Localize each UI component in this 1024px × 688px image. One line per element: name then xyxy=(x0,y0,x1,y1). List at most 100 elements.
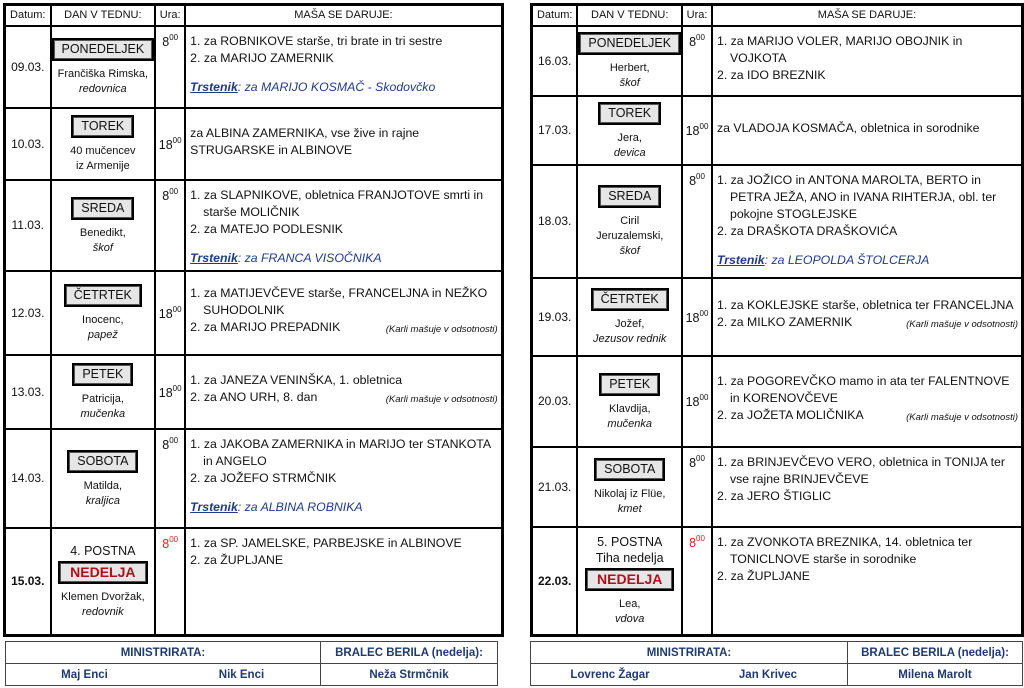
mass-text: 2. za ŽUPLJANE xyxy=(190,552,284,567)
liturgical-label: Tiha nedelja xyxy=(595,551,664,566)
mass-intention: 2. za DRAŠKOTA DRAŠKOVIĆA xyxy=(717,223,1018,240)
saint-title: kmet xyxy=(617,503,642,515)
header-date: Datum: xyxy=(3,3,52,27)
time-cell: 800 xyxy=(681,163,713,279)
mass-intention: (Karli mašuje v odsotnosti) 2. za MARIJO … xyxy=(190,319,498,336)
day-name-box: SREDA xyxy=(598,185,662,208)
mass-text: 1. za JANEZA VENINŠKA, 1. obletnica xyxy=(190,373,403,387)
saint-title: mučenka xyxy=(80,408,126,420)
ministrant-1: Lovrenc Žagar xyxy=(530,663,689,686)
mass-text: 2. za JOŽEFO STRMČNIK xyxy=(190,470,337,485)
day-name-box: NEDELJA xyxy=(585,568,675,592)
mass-intention: 1. za KOKLEJSKE starše, obletnica ter FR… xyxy=(717,297,1018,314)
time-hour: 18 xyxy=(685,310,700,325)
mass-intention: 1. za SLAPNIKOVE, obletnica FRANJOTOVE s… xyxy=(190,187,498,221)
day-name-box: PETEK xyxy=(599,372,661,396)
schedule-table-1: Datum:DAN V TEDNU:Ura:MAŠA SE DARUJE:09.… xyxy=(3,3,504,637)
trstenik-label: Trstenik xyxy=(716,252,765,267)
mass-cell: 1. za KOKLEJSKE starše, obletnica ter FR… xyxy=(710,276,1024,357)
mass-text: 1. za ZVONKOTA BREZNIKA, 14. obletnica t… xyxy=(716,534,973,566)
time-cell: 1800 xyxy=(154,106,187,181)
mass-text: 2. za JERO ŠTIGLIC xyxy=(716,488,832,503)
servers-table-1: MINISTRIRATA:BRALEC BERILA (nedelja):Maj… xyxy=(5,641,498,686)
time-minutes: 00 xyxy=(699,308,709,318)
time-minutes: 00 xyxy=(696,453,705,463)
time-minutes: 00 xyxy=(699,122,709,131)
day-name-box: NEDELJA xyxy=(58,560,148,584)
servers-header-row: MINISTRIRATA:BRALEC BERILA (nedelja): xyxy=(5,641,498,664)
servers-header-row: MINISTRIRATA:BRALEC BERILA (nedelja): xyxy=(530,641,1023,664)
time-minutes: 00 xyxy=(169,435,179,445)
saint-name: Ciril xyxy=(620,215,640,227)
time-minutes: 00 xyxy=(169,32,179,42)
absence-note: (Karli mašuje v odsotnosti) xyxy=(385,323,498,335)
saint-name: Jožef, xyxy=(615,318,645,330)
time-hour: 8 xyxy=(162,188,170,203)
trstenik-intention: Trstenik: za FRANCA VISOČNIKA xyxy=(190,250,498,267)
trstenik-label: Trstenik xyxy=(190,250,238,265)
time-hour: 18 xyxy=(158,306,173,321)
time-cell: 1800 xyxy=(681,94,713,166)
header-row: Datum:DAN V TEDNU:Ura:MAŠA SE DARUJE: xyxy=(3,3,504,27)
trstenik-text: : za FRANCA VISOČNIKA xyxy=(237,250,382,265)
time-hour: 18 xyxy=(685,124,700,138)
time-cell: 800 xyxy=(154,526,187,637)
trstenik-label: Trstenik xyxy=(190,499,238,514)
mass-cell: 1. za POGOREVČKO mamo in ata ter FALENTN… xyxy=(710,354,1024,448)
date-cell: 13.03. xyxy=(3,353,52,430)
time-cell: 1800 xyxy=(681,276,713,357)
time-cell: 800 xyxy=(681,525,713,637)
mass-text: 1. za ROBNIKOVE starše, tri brate in tri… xyxy=(190,33,443,48)
mass-cell: 1. za JAKOBA ZAMERNIKA in MARIJO ter STA… xyxy=(184,427,504,529)
date-cell: 17.03. xyxy=(530,94,579,166)
date-cell: 16.03. xyxy=(530,24,579,97)
saint-title: redovnica xyxy=(78,83,127,95)
saint-name: 40 mučencev xyxy=(70,145,136,157)
mass-text: 2. za MARIJO PREPADNIK xyxy=(190,319,341,334)
day-name-box: PONEDELJEK xyxy=(51,38,155,61)
saint-title: škof xyxy=(619,77,640,89)
mass-text: 2. za ANO URH, 8. dan xyxy=(190,390,318,404)
trstenik-intention: Trstenik: za MARIJO KOSMAČ - Skodovčko xyxy=(190,79,498,96)
date-cell: 10.03. xyxy=(3,106,52,181)
mass-intention: 2. za ŽUPLJANE xyxy=(717,568,1018,585)
ministrant-2: Nik Enci xyxy=(163,663,321,686)
mass-cell: 1. za SLAPNIKOVE, obletnica FRANJOTOVE s… xyxy=(184,178,504,272)
mass-text: 1. za KOKLEJSKE starše, obletnica ter FR… xyxy=(716,298,1014,312)
time-minutes: 00 xyxy=(169,534,179,544)
time-hour: 8 xyxy=(162,34,170,49)
time-hour: 8 xyxy=(689,34,697,49)
day-name-box: TOREK xyxy=(598,101,662,125)
mass-text: 1. za MATIJEVČEVE starše, FRANCELJNA in … xyxy=(190,285,488,317)
ministrants-label: MINISTRIRATA: xyxy=(530,641,848,664)
mass-text: 1. za SLAPNIKOVE, obletnica FRANJOTOVE s… xyxy=(190,187,484,219)
mass-cell: 1. za ROBNIKOVE starše, tri brate in tri… xyxy=(184,24,504,109)
time-cell: 1800 xyxy=(681,354,713,448)
time-cell: 1800 xyxy=(154,353,187,430)
saint-name: Nikolaj iz Flüe, xyxy=(593,488,666,500)
mass-intention: 2. za IDO BREZNIK xyxy=(717,67,1018,84)
mass-text: 2. za ŽUPLJANE xyxy=(716,568,810,583)
time-cell: 800 xyxy=(681,445,713,528)
header-time: Ura: xyxy=(154,3,187,27)
mass-intention: 1. za JAKOBA ZAMERNIKA in MARIJO ter STA… xyxy=(190,436,498,470)
date-cell: 21.03. xyxy=(530,445,579,528)
reader-label: BRALEC BERILA (nedelja): xyxy=(847,641,1023,664)
date-cell: 15.03. xyxy=(3,526,52,637)
mass-intention: 1. za SP. JAMELSKE, PARBEJSKE in ALBINOV… xyxy=(190,535,498,552)
header-mass: MAŠA SE DARUJE: xyxy=(184,3,504,27)
time-minutes: 00 xyxy=(172,135,182,145)
